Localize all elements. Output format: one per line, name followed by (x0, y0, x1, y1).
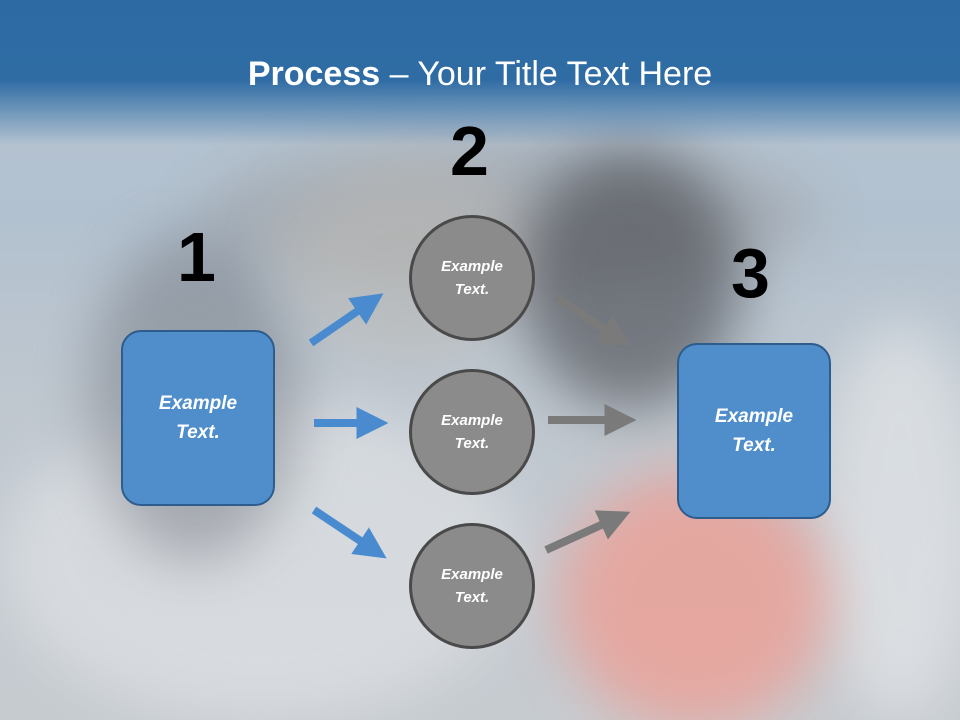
step-number-1: 1 (177, 218, 216, 296)
slide-title[interactable]: Process – Your Title Text Here (0, 52, 960, 96)
circle-2-text: Example Text. (441, 412, 503, 452)
title-rest: – Your Title Text Here (380, 55, 713, 93)
process-circle-2[interactable]: Example Text. (409, 369, 535, 495)
arrow-circle-3-to-right (544, 510, 631, 554)
title-banner (0, 0, 960, 145)
step-number-2: 2 (450, 112, 489, 190)
left-process-box[interactable]: Example Text. (121, 330, 275, 506)
arrow-circle-1-to-right (553, 293, 631, 347)
left-box-text: Example Text. (158, 393, 238, 443)
process-circle-3[interactable]: Example Text. (409, 523, 535, 649)
process-circle-1[interactable]: Example Text. (409, 215, 535, 341)
arrow-left-to-circle-1 (308, 293, 384, 347)
right-box-text: Example Text. (714, 406, 794, 456)
step-number-3: 3 (731, 234, 770, 312)
circle-3-text: Example Text. (441, 566, 503, 606)
title-bold: Process (247, 55, 381, 93)
circle-1-text: Example Text. (441, 258, 503, 298)
right-process-box[interactable]: Example Text. (677, 343, 831, 519)
arrow-left-to-circle-3 (311, 506, 387, 559)
